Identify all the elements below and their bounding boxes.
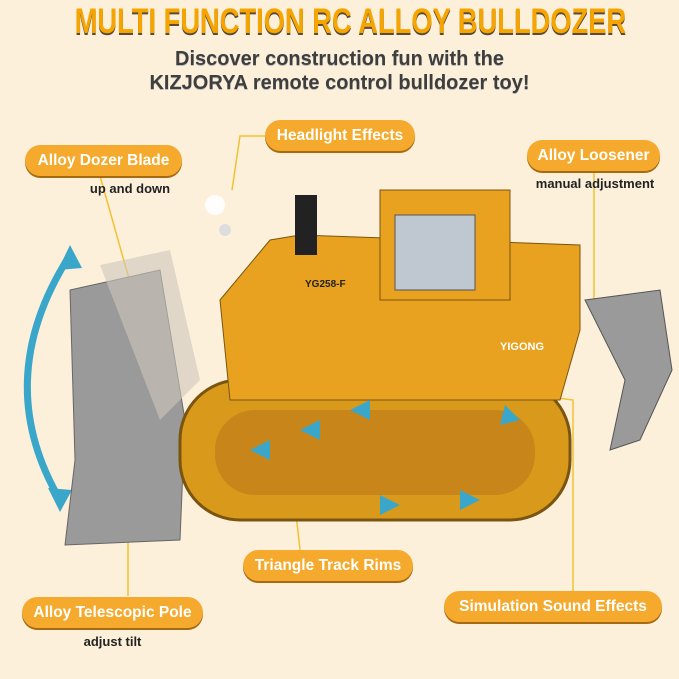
feature-note-loosener: manual adjustment (535, 176, 655, 191)
feature-note-telescopic-pole: adjust tilt (83, 634, 142, 649)
subtitle-line-1: Discover construction fun with the (175, 48, 504, 70)
blade-motion-ghost (100, 250, 200, 420)
exhaust-pipe (295, 195, 317, 255)
model-decal: YG258-F (305, 279, 346, 290)
page-title: MULTI FUNCTION RC ALLOY BULLDOZER (74, 2, 627, 41)
loosener (584, 289, 673, 451)
headlight-icon (219, 224, 231, 236)
feature-alloy-dozer-blade: Alloy Dozer Blade (25, 145, 182, 176)
feature-simulation-sound-effects: Simulation Sound Effects (444, 591, 662, 622)
subtitle-line-2: KIZJORYA remote control bulldozer toy! (149, 72, 530, 94)
track-direction-arrows (250, 400, 520, 515)
feature-alloy-loosener: Alloy Loosener (527, 140, 660, 171)
brand-decal: YIGONG (500, 341, 544, 353)
feature-headlight-effects: Headlight Effects (265, 120, 415, 151)
arrow-head-icon (48, 488, 72, 512)
feature-alloy-telescopic-pole: Alloy Telescopic Pole (22, 597, 203, 628)
cab-window (394, 214, 476, 291)
arrow-head-icon (58, 245, 82, 270)
blade-motion-arrow (23, 253, 73, 502)
headlight-icon (205, 195, 225, 215)
feature-note-dozer-blade: up and down (89, 181, 171, 196)
feature-triangle-track-rims: Triangle Track Rims (243, 550, 413, 581)
track-rim (215, 410, 535, 495)
